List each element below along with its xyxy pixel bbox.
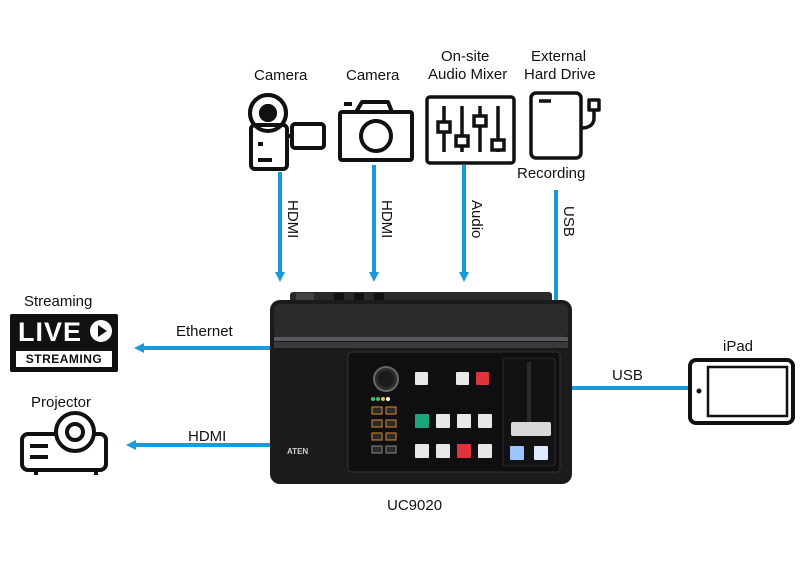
device-brand-label: ATEN [287, 447, 309, 456]
mixer-label-line1: On-site [441, 48, 490, 65]
live-streaming-badge: LIVE STREAMING [10, 314, 118, 372]
drive-label-line2: Hard Drive [524, 66, 596, 83]
device-model-label: UC9020 [387, 497, 443, 514]
hard-drive-icon [529, 91, 601, 160]
usb-label-right: USB [612, 367, 643, 384]
photo-camera-icon [338, 100, 414, 162]
recording-label: Recording [517, 165, 586, 182]
live-text: LIVE [18, 317, 83, 347]
ipad-label: iPad [723, 338, 754, 355]
drive-label-line1: External [531, 48, 587, 65]
ipad-icon [688, 358, 795, 425]
audio-label: Audio [468, 200, 485, 239]
hdmi-out-label: HDMI [188, 428, 227, 445]
hdmi-label-camera2: HDMI [378, 200, 395, 239]
play-icon [90, 320, 112, 342]
streaming-label: Streaming [24, 293, 93, 310]
ethernet-label: Ethernet [176, 323, 233, 340]
audio-mixer-icon [425, 95, 516, 165]
camcorder-icon [248, 93, 326, 171]
camera1-label: Camera [254, 67, 308, 84]
live-sub-text: STREAMING [16, 351, 112, 367]
projector-label: Projector [31, 394, 92, 411]
camera2-label: Camera [346, 67, 400, 84]
projector-icon [20, 411, 108, 475]
uc9020-device [270, 292, 572, 484]
hdmi-label-camera1: HDMI [284, 200, 301, 239]
usb-label-top: USB [560, 206, 577, 237]
mixer-label-line2: Audio Mixer [428, 66, 508, 83]
